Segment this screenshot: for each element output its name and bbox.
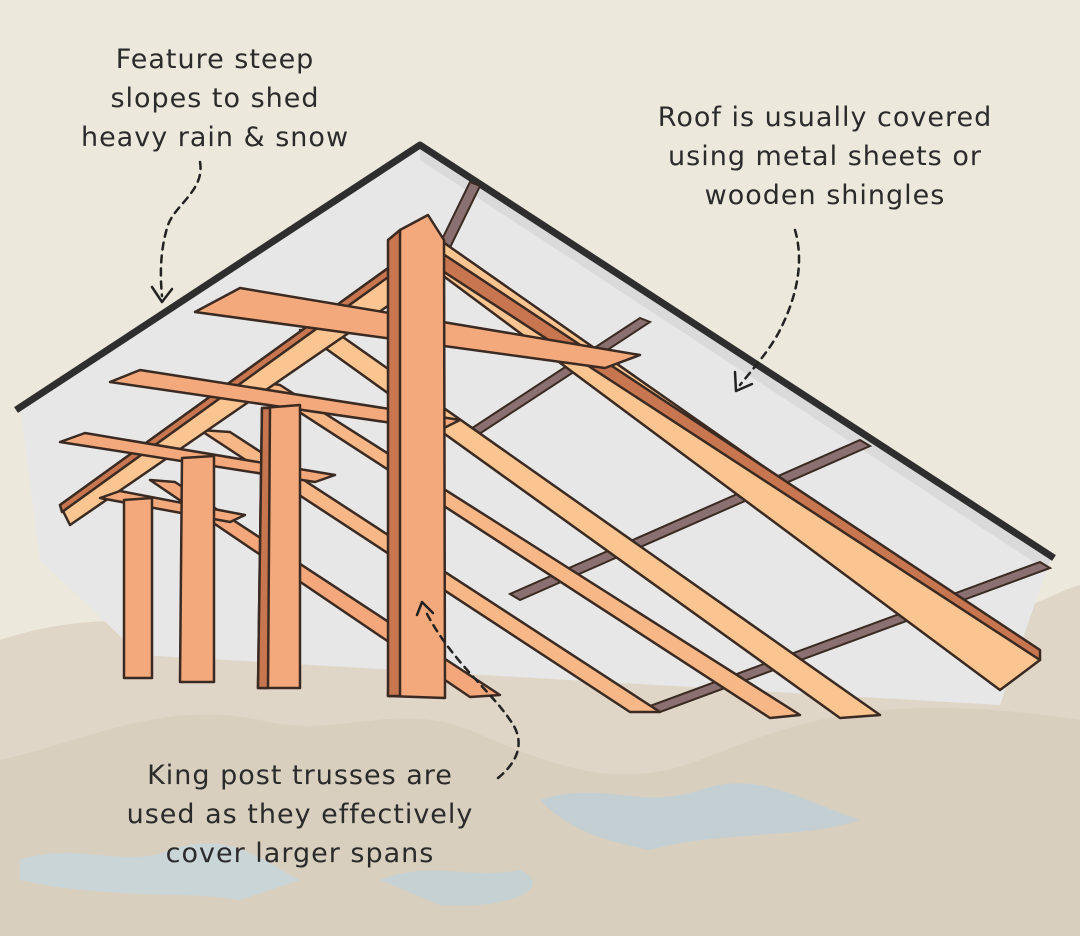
arrowheads: [150, 285, 754, 617]
annotation-line: used as they effectively: [126, 799, 474, 830]
annotation-line: heavy rain & snow: [80, 122, 350, 153]
annotation-roof-covering: Roof is usually covered using metal shee…: [630, 98, 1020, 215]
annotation-line: Roof is usually covered: [657, 102, 993, 133]
dashed-arrow-icon: [159, 160, 801, 780]
annotation-steep-slopes: Feature steep slopes to shed heavy rain …: [65, 40, 365, 157]
roof-ridge-edge: [14, 141, 1056, 561]
annotation-line: wooden shingles: [704, 180, 946, 211]
king-posts: [122, 213, 447, 700]
annotation-line: slopes to shed: [110, 83, 320, 114]
annotation-line: using metal sheets or: [668, 141, 982, 172]
annotation-line: King post trusses are: [147, 760, 453, 791]
annotation-king-post-trusses: King post trusses are used as they effec…: [105, 756, 495, 873]
annotation-line: Feature steep: [115, 44, 315, 75]
annotation-line: cover larger spans: [165, 838, 435, 869]
